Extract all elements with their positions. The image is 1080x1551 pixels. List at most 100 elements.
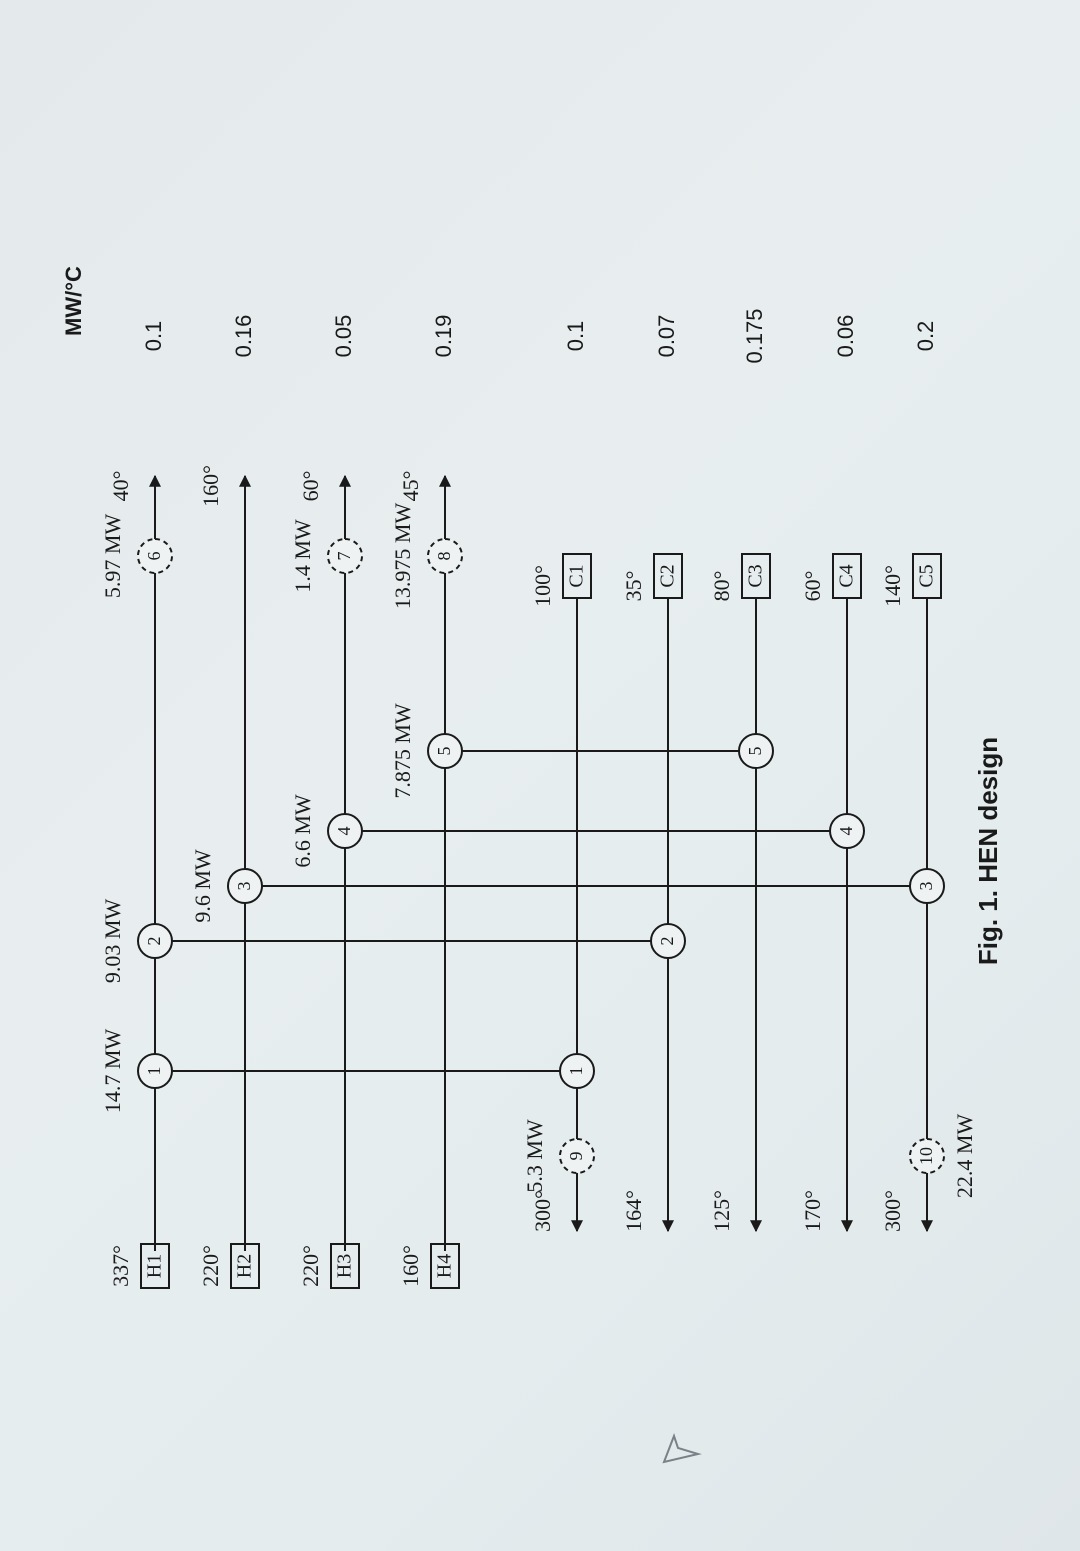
stream-label-H2: H2 <box>234 1254 256 1278</box>
stream-label-C2: C2 <box>657 564 679 587</box>
exchanger-4 <box>327 813 865 849</box>
outlet-temperature: 40° <box>108 471 133 502</box>
inlet-temperature: 100° <box>530 565 555 607</box>
outlet-temperature: 45° <box>398 471 423 502</box>
cp-value: 0.07 <box>654 315 679 358</box>
outlet-temperature: 125° <box>709 1190 734 1232</box>
inlet-temperature: 160° <box>398 1245 423 1287</box>
exchanger-duty: 7.875 MW <box>390 703 415 799</box>
cp-value: 0.1 <box>141 321 166 352</box>
exchanger-number: 4 <box>836 827 856 836</box>
exchanger-5 <box>427 733 774 769</box>
cp-value: 0.05 <box>331 315 356 358</box>
hot-stream-H1 <box>140 474 170 1289</box>
exchanger-number: 2 <box>144 937 164 946</box>
cold-stream-C4 <box>832 553 862 1233</box>
utility-node <box>327 538 363 574</box>
inlet-temperature: 220° <box>198 1245 223 1287</box>
stream-label-box <box>562 553 592 599</box>
cold-stream-C2 <box>653 553 683 1233</box>
exchanger-3 <box>227 868 945 904</box>
utility-node <box>909 1138 945 1174</box>
exchanger-duty: 9.03 MW <box>100 899 125 984</box>
stream-label-box <box>653 553 683 599</box>
inlet-temperature: 220° <box>298 1245 323 1287</box>
stream-label-box <box>330 1243 360 1289</box>
exchanger-number: 5 <box>745 747 765 756</box>
cold-stream-C3 <box>741 553 771 1233</box>
cursor-arrow-icon <box>662 1433 702 1464</box>
exchanger-node <box>137 923 173 959</box>
inlet-temperature: 35° <box>621 571 646 602</box>
utility-number: 6 <box>144 552 164 561</box>
outlet-temperature: 300° <box>880 1190 905 1232</box>
utility-node <box>137 538 173 574</box>
exchanger-number: 1 <box>144 1067 164 1076</box>
exchanger-number: 2 <box>657 937 677 946</box>
utility-7 <box>327 538 363 574</box>
utility-number: 9 <box>566 1152 586 1161</box>
exchanger-node <box>427 733 463 769</box>
hot-stream-H4 <box>430 474 460 1289</box>
utility-9 <box>559 1138 595 1174</box>
cp-value: 0.1 <box>563 321 588 352</box>
utility-number: 7 <box>334 552 354 561</box>
stream-label-box <box>140 1243 170 1289</box>
figure-caption: Fig. 1. HEN design <box>973 737 1003 965</box>
exchanger-1 <box>137 1053 595 1089</box>
stream-label-box <box>230 1243 260 1289</box>
exchanger-number: 3 <box>916 882 936 891</box>
utility-number: 8 <box>434 552 454 561</box>
exchanger-node <box>137 1053 173 1089</box>
outlet-temperature: 60° <box>298 471 323 502</box>
exchanger-node <box>829 813 865 849</box>
stream-label-C1: C1 <box>566 564 588 587</box>
outlet-temperature: 164° <box>621 1190 646 1232</box>
inlet-temperature: 337° <box>108 1245 133 1287</box>
utility-duty: 13.975 MW <box>390 503 415 610</box>
cp-value: 0.16 <box>231 315 256 358</box>
stream-label-box <box>430 1243 460 1289</box>
cold-stream-C5 <box>912 553 942 1233</box>
exchanger-number: 5 <box>434 747 454 756</box>
utility-6 <box>137 538 173 574</box>
utility-node <box>559 1138 595 1174</box>
hot-stream-H3 <box>330 474 360 1289</box>
outlet-temperature: 170° <box>800 1190 825 1232</box>
utility-number: 10 <box>916 1147 936 1165</box>
exchanger-node <box>738 733 774 769</box>
utility-duty: 5.3 MW <box>522 1119 547 1193</box>
cp-value: 0.175 <box>742 308 767 363</box>
exchanger-number: 3 <box>234 882 254 891</box>
exchanger-duty: 9.6 MW <box>190 849 215 923</box>
exchanger-node <box>650 923 686 959</box>
outlet-temperature: 300° <box>530 1190 555 1232</box>
utility-duty: 22.4 MW <box>952 1114 977 1199</box>
utility-node <box>427 538 463 574</box>
exchanger-duty: 14.7 MW <box>100 1029 125 1114</box>
stream-label-box <box>741 553 771 599</box>
inlet-temperature: 60° <box>800 571 825 602</box>
cp-value: 0.19 <box>431 315 456 358</box>
inlet-temperature: 140° <box>880 565 905 607</box>
cp-value: 0.06 <box>833 315 858 358</box>
utility-10 <box>909 1138 945 1174</box>
stream-label-C4: C4 <box>836 564 858 587</box>
inlet-temperature: 80° <box>709 571 734 602</box>
exchanger-node <box>909 868 945 904</box>
outlet-temperature: 160° <box>198 465 223 507</box>
exchanger-duty: 6.6 MW <box>290 794 315 868</box>
cold-stream-C1 <box>562 553 592 1233</box>
exchanger-node <box>327 813 363 849</box>
exchanger-number: 4 <box>334 827 354 836</box>
hot-stream-H2 <box>230 474 260 1289</box>
cp-value: 0.2 <box>913 321 938 352</box>
stream-label-C5: C5 <box>916 564 938 587</box>
stream-label-H3: H3 <box>334 1254 356 1278</box>
stream-label-C3: C3 <box>745 564 767 587</box>
stream-label-box <box>832 553 862 599</box>
exchanger-number: 1 <box>566 1067 586 1076</box>
units-header: MW/°C <box>61 266 86 336</box>
exchanger-node <box>227 868 263 904</box>
